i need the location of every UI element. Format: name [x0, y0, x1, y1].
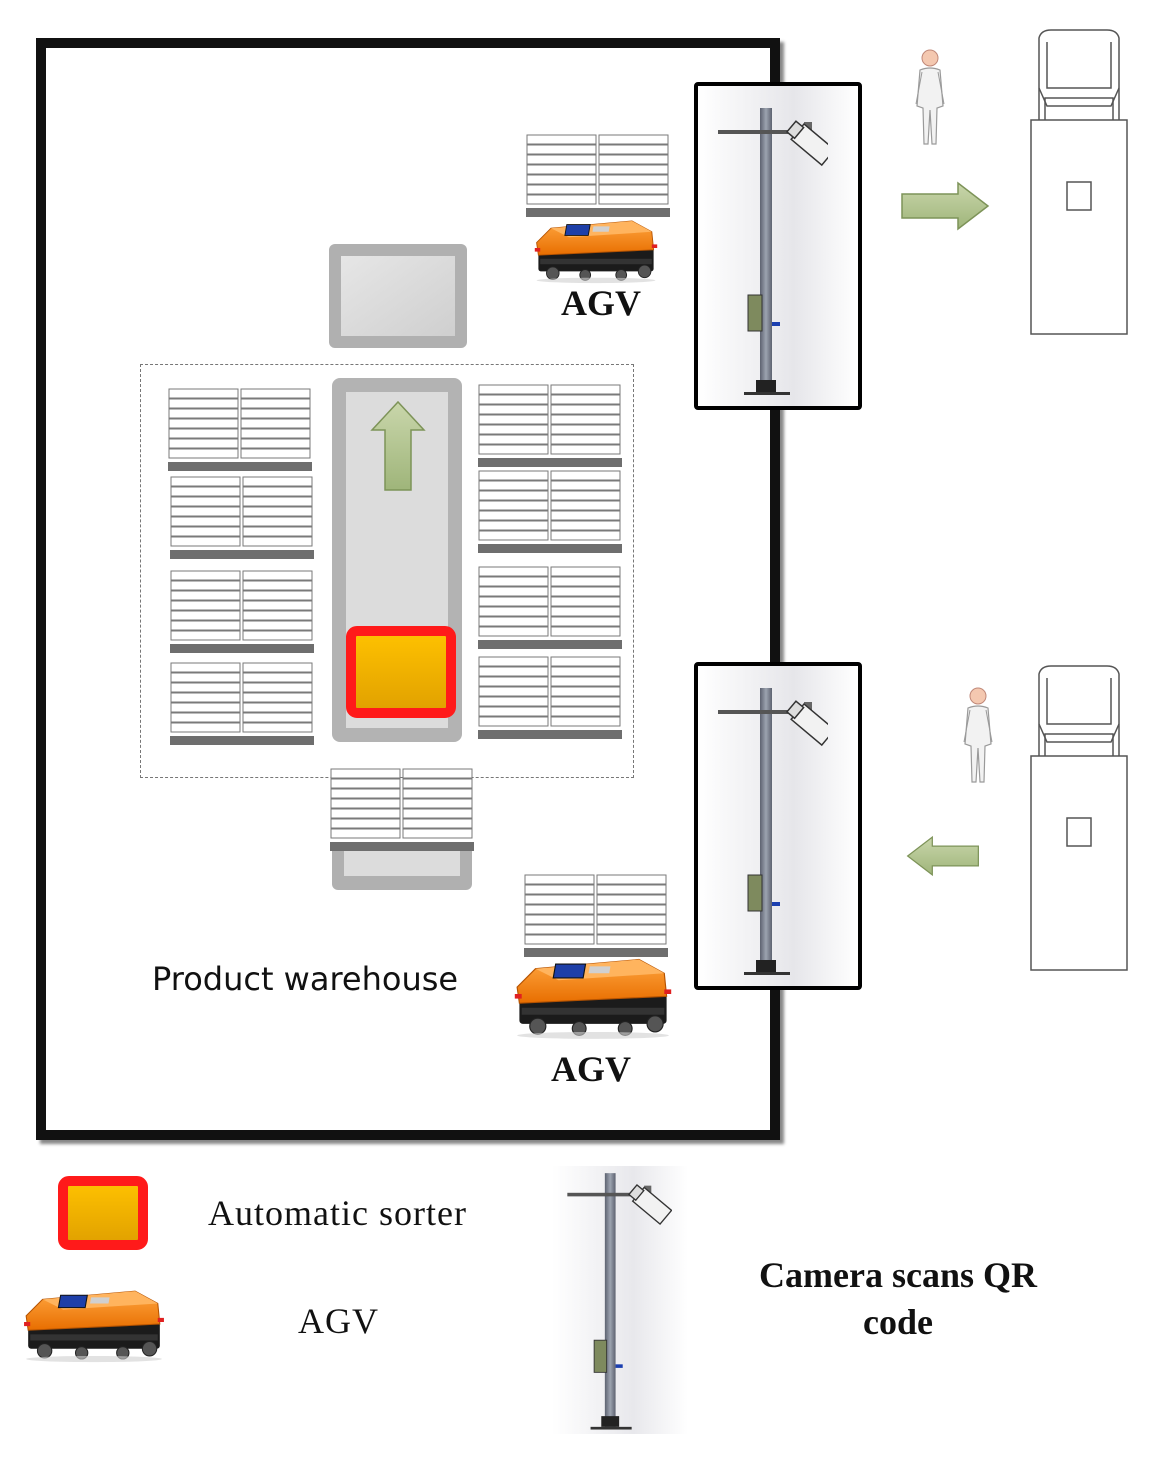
pallet-icon [330, 768, 474, 852]
legend-sorter-icon [58, 1176, 148, 1250]
pallet-icon [524, 874, 668, 958]
loading-station-top [329, 244, 467, 348]
pallet-icon [478, 656, 622, 740]
legend-camera-line2: code [863, 1302, 933, 1342]
pallet-icon [478, 384, 622, 468]
pallet-icon [478, 470, 622, 554]
legend-agv-label: AGV [298, 1301, 379, 1341]
agv-label-top: AGV [561, 283, 641, 323]
agv-icon [514, 958, 672, 1040]
camera-gate-top [694, 82, 862, 410]
truck-icon [1030, 29, 1128, 335]
flow-arrow-icon [901, 182, 989, 230]
pallet-icon [170, 662, 314, 746]
agv-icon [534, 220, 658, 284]
legend-camera-icon [552, 1166, 688, 1434]
sorter-icon [346, 626, 456, 718]
legend-sorter-label: Automatic sorter [208, 1193, 467, 1233]
pallet-icon [478, 566, 622, 650]
pallet-icon [168, 388, 312, 472]
camera-pole-icon [717, 107, 828, 396]
truck-icon [1030, 665, 1128, 971]
camera-gate-bottom [694, 662, 862, 990]
legend-camera-line1: Camera scans QR [759, 1255, 1037, 1295]
warehouse-boundary [36, 38, 780, 1140]
flow-arrow-icon [371, 401, 425, 491]
pallet-icon [526, 134, 670, 218]
warehouse-label: Product warehouse [152, 960, 459, 998]
legend-agv-icon [23, 1290, 165, 1363]
camera-pole-icon [717, 687, 828, 976]
worker-icon [915, 49, 945, 145]
agv-label-bottom: AGV [551, 1049, 631, 1089]
worker-icon [963, 687, 993, 783]
pallet-icon [170, 570, 314, 654]
legend-camera-label: Camera scans QR code [728, 1252, 1068, 1346]
flow-arrow-icon [906, 836, 980, 876]
pallet-icon [170, 476, 314, 560]
